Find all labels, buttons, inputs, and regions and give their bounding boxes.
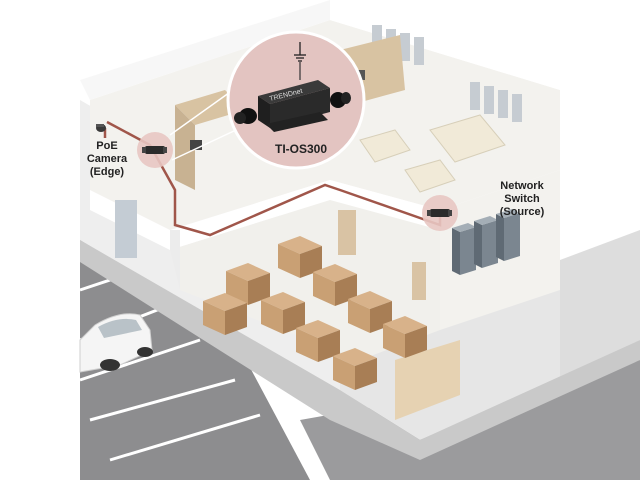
cargo-box bbox=[278, 236, 322, 278]
parking-lot bbox=[80, 240, 310, 480]
switch-label-line-3: (Source) bbox=[499, 206, 545, 218]
warehouse-wall-left bbox=[170, 230, 180, 290]
server-rack-icon bbox=[452, 209, 520, 275]
cargo-box bbox=[203, 293, 247, 335]
switch-label-line-1: Network bbox=[500, 180, 544, 192]
cargo-box bbox=[333, 348, 377, 390]
switch-label: Network Switch (Source) bbox=[490, 180, 554, 219]
camera-icon bbox=[96, 124, 106, 132]
office-sofas bbox=[359, 114, 506, 193]
surge-protector-icon-small bbox=[142, 146, 167, 154]
surge-protector-icon-switch bbox=[427, 209, 452, 217]
camera-label-line-1: PoE bbox=[96, 140, 118, 152]
server-rack bbox=[496, 209, 520, 261]
cargo-box bbox=[261, 292, 305, 334]
camera-label: PoE Camera (Edge) bbox=[72, 140, 142, 179]
sidewalk bbox=[80, 240, 640, 460]
surge-protector-icon: TRENDnet bbox=[234, 80, 351, 132]
office-back-wall bbox=[330, 0, 560, 90]
server-rack bbox=[474, 216, 498, 268]
cargo-box bbox=[296, 320, 340, 362]
office-left-wall bbox=[80, 0, 330, 100]
switch-label-line-2: Switch bbox=[504, 193, 540, 205]
rear-door bbox=[115, 200, 137, 258]
warehouse-boxes bbox=[203, 236, 427, 390]
loading-door bbox=[395, 340, 460, 420]
outer-wall-right bbox=[560, 230, 640, 380]
server-rack bbox=[452, 223, 476, 275]
camera-label-line-2: Camera bbox=[86, 153, 128, 165]
product-model-text: TI-OS300 bbox=[274, 142, 328, 156]
ground-icon bbox=[294, 42, 306, 62]
car-icon bbox=[79, 313, 153, 373]
zoom-line-bottom bbox=[171, 129, 237, 161]
product-model-label: TI-OS300 bbox=[256, 143, 346, 156]
cargo-box bbox=[383, 316, 427, 358]
warehouse-door bbox=[338, 210, 356, 255]
side-door bbox=[412, 262, 426, 300]
cargo-box bbox=[348, 291, 392, 333]
camera-label-line-3: (Edge) bbox=[89, 166, 125, 178]
